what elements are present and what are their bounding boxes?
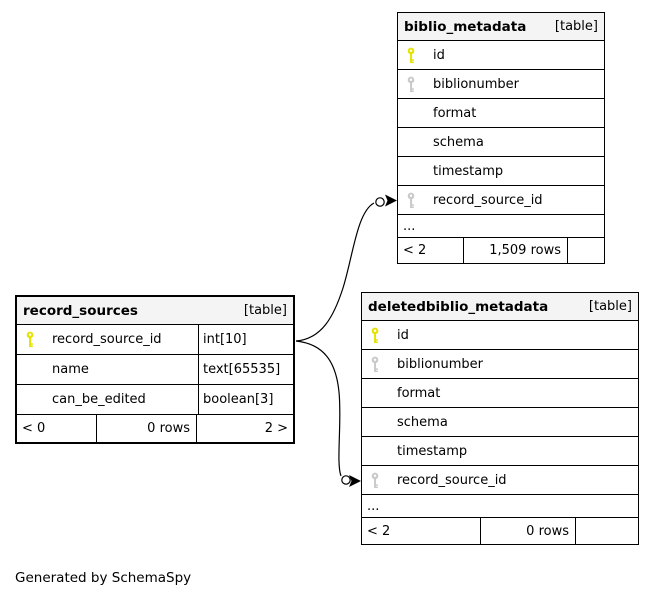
table-node-record-sources: record_sources [table] record_source_id …: [15, 295, 295, 444]
column-name: name: [52, 362, 89, 377]
column-name: biblionumber: [433, 76, 520, 92]
column-name: id: [433, 47, 445, 63]
column-name: record_source_id: [397, 472, 507, 488]
column-name: can_be_edited: [52, 392, 146, 407]
column-type: int[10]: [198, 325, 293, 354]
column-name: record_source_id: [52, 332, 162, 347]
table-name: record_sources: [23, 302, 138, 319]
table-row: record_source_id: [362, 466, 638, 495]
edge-circle-marker: [375, 197, 385, 207]
generated-by-credit: Generated by SchemaSpy: [15, 570, 192, 586]
edge-circle-marker: [341, 475, 351, 485]
column-name: id: [397, 327, 409, 343]
table-header-record-sources[interactable]: record_sources [table]: [17, 297, 293, 325]
edge-record-sources-to-deletedbiblio-metadata: [295, 340, 342, 477]
column-type: boolean[3]: [198, 385, 293, 414]
degree-in-cell: < 2: [367, 523, 391, 539]
column-name: format: [433, 105, 477, 121]
table-row: schema: [398, 128, 604, 157]
foreign-key-icon: [370, 472, 380, 489]
degree-out-cell: [575, 518, 638, 544]
table-row: timestamp: [362, 437, 638, 466]
table-row: biblionumber: [362, 350, 638, 379]
edge-arrowhead-icon: [385, 194, 397, 207]
table-row: name text[65535]: [17, 355, 293, 385]
table-kind-label: [table]: [554, 19, 598, 34]
table-name: biblio_metadata: [404, 18, 527, 35]
column-name: timestamp: [397, 443, 468, 459]
column-name: record_source_id: [433, 192, 543, 208]
primary-key-icon: [370, 327, 380, 344]
table-row: schema: [362, 408, 638, 437]
table-row: format: [362, 379, 638, 408]
table-row: id: [362, 321, 638, 350]
table-node-biblio-metadata: biblio_metadata [table] id biblionumber …: [397, 12, 605, 264]
table-row: timestamp: [398, 157, 604, 186]
table-footer: < 2 0 rows: [362, 518, 638, 544]
column-name: schema: [397, 414, 448, 430]
foreign-key-icon: [406, 76, 416, 93]
table-row: record_source_id: [398, 186, 604, 215]
table-kind-label: [table]: [588, 299, 632, 314]
column-type: text[65535]: [198, 355, 293, 384]
degree-out-cell: 2 >: [196, 415, 293, 442]
table-node-deletedbiblio-metadata: deletedbiblio_metadata [table] id biblio…: [361, 292, 639, 545]
column-name: schema: [433, 134, 484, 150]
more-columns-ellipsis: ...: [362, 495, 638, 518]
foreign-key-icon: [370, 356, 380, 373]
column-name: biblionumber: [397, 356, 484, 372]
table-kind-label: [table]: [243, 303, 287, 318]
table-footer: < 2 1,509 rows: [398, 238, 604, 263]
degree-in-cell: < 2: [403, 243, 427, 258]
column-name: format: [397, 385, 441, 401]
table-footer: < 0 0 rows 2 >: [17, 415, 293, 442]
column-name: timestamp: [433, 163, 504, 179]
table-row: can_be_edited boolean[3]: [17, 385, 293, 415]
primary-key-icon: [406, 47, 416, 64]
row-count-cell: 1,509 rows: [463, 238, 567, 263]
table-row: id: [398, 41, 604, 70]
edge-record-sources-to-biblio-metadata: [295, 202, 375, 342]
table-name: deletedbiblio_metadata: [368, 298, 549, 315]
row-count-cell: 0 rows: [96, 415, 196, 442]
row-count-cell: 0 rows: [480, 518, 575, 544]
primary-key-icon: [25, 331, 35, 348]
table-row: record_source_id int[10]: [17, 325, 293, 355]
table-header-biblio-metadata[interactable]: biblio_metadata [table]: [398, 13, 604, 41]
table-row: format: [398, 99, 604, 128]
table-header-deletedbiblio-metadata[interactable]: deletedbiblio_metadata [table]: [362, 293, 638, 321]
more-columns-ellipsis: ...: [398, 215, 604, 238]
table-row: biblionumber: [398, 70, 604, 99]
degree-out-cell: [567, 238, 604, 263]
foreign-key-icon: [406, 192, 416, 209]
edge-arrowhead-icon: [349, 475, 361, 487]
degree-in-cell: < 0: [22, 421, 46, 436]
